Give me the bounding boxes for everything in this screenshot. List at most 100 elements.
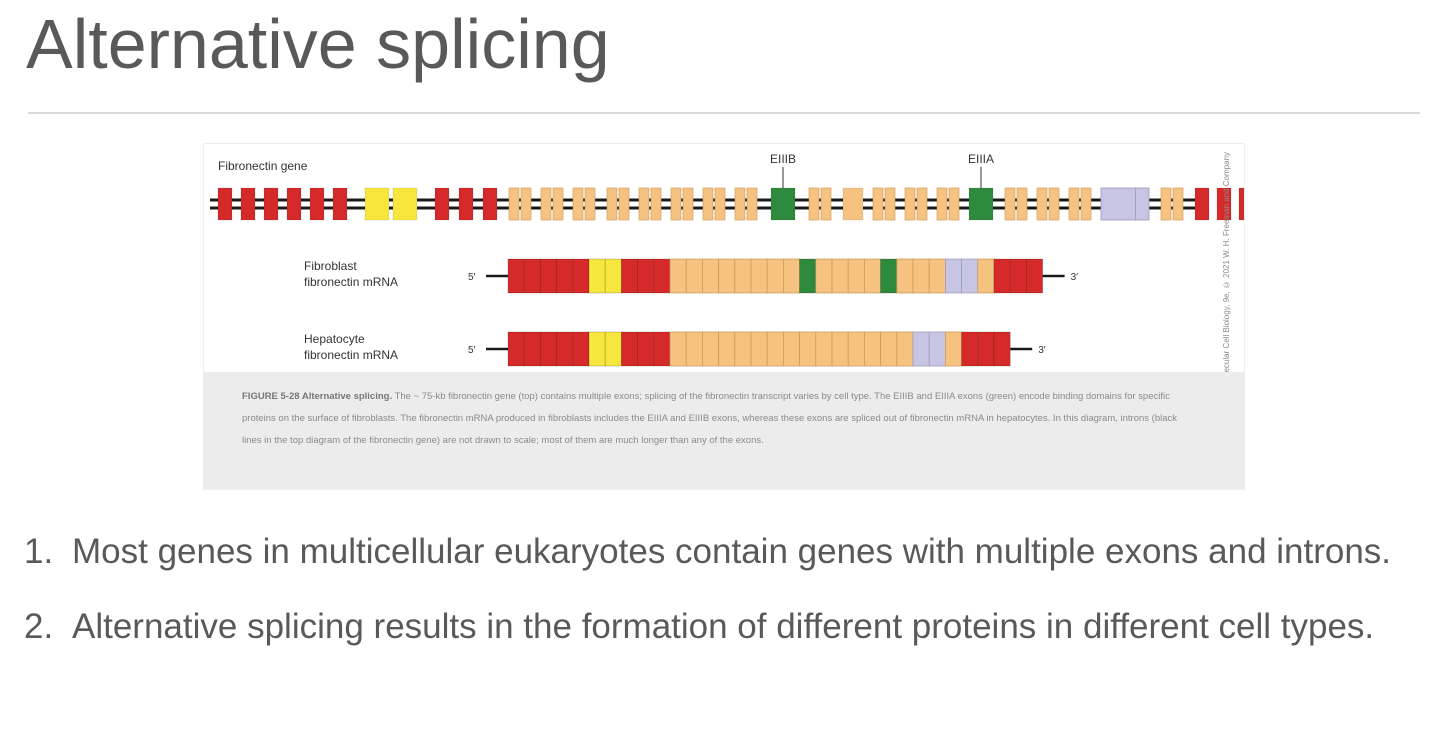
exon-block [1160, 187, 1172, 221]
mrna-exon [653, 258, 671, 294]
mrna-exon [523, 258, 541, 294]
mrna-exon [831, 331, 849, 367]
mrna-exon [734, 258, 752, 294]
mrna-exon [847, 331, 865, 367]
mrna-exon [637, 331, 655, 367]
exon-block [1036, 187, 1048, 221]
exon-block [1194, 187, 1210, 221]
mrna-exon [621, 258, 638, 294]
mrna-exon [993, 258, 1011, 294]
mrna-exon [815, 331, 833, 367]
mrna-exon [702, 258, 719, 294]
exon-block [482, 187, 498, 221]
exon-block [916, 187, 928, 221]
mrna-exon [783, 258, 800, 294]
mrna-exon [540, 258, 557, 294]
mrna-exon [896, 258, 914, 294]
exon-block [650, 187, 662, 221]
gene-label: Fibronectin gene [218, 159, 308, 173]
exon-block [670, 187, 682, 221]
exon-block [820, 187, 832, 221]
mrna-exon [669, 258, 687, 294]
exon-block [286, 187, 302, 221]
mrna-exon [831, 258, 849, 294]
mrna-exon [799, 258, 817, 294]
exon-block [808, 187, 820, 221]
mrna-exon [621, 331, 638, 367]
exon-block [746, 187, 758, 221]
exon-block [1080, 187, 1092, 221]
mrna-exon [750, 331, 768, 367]
mrna-exon [523, 331, 541, 367]
mrna-exon [718, 258, 736, 294]
mrna-label: fibronectin mRNA [304, 275, 398, 289]
mrna-exon [961, 258, 979, 294]
exon-block [309, 187, 325, 221]
exon-block [1172, 187, 1184, 221]
mrna-exon [880, 331, 898, 367]
exon-block [217, 187, 233, 221]
exon-block [520, 187, 532, 221]
exon-block [734, 187, 746, 221]
caption-box: FIGURE 5-28 Alternative splicing. The ~ … [204, 372, 1244, 489]
exon-block [584, 187, 596, 221]
exon-block [904, 187, 916, 221]
exon-block [714, 187, 726, 221]
mrna-exon [540, 331, 557, 367]
mrna-exon [604, 331, 622, 367]
mrna-exon [588, 331, 606, 367]
mrna-exon [766, 331, 784, 367]
mrna-exon [556, 258, 574, 294]
mrna-exon [783, 331, 800, 367]
exon-block [540, 187, 552, 221]
exon-block [508, 187, 520, 221]
exon-label-group: EIIIB EIIIA [770, 152, 994, 188]
exon-label: EIIIB [770, 152, 796, 166]
exon-block [552, 187, 564, 221]
exon-block [968, 187, 994, 221]
exon-block [638, 187, 650, 221]
mrna-exon [799, 331, 817, 367]
mrna-exon [572, 331, 590, 367]
five-prime-label: 5′ [468, 272, 476, 283]
mrna-exon [1009, 258, 1027, 294]
mrna-exon [507, 258, 525, 294]
mrna-label: fibronectin mRNA [304, 348, 398, 362]
mrna-label: Hepatocyte [304, 332, 365, 346]
mrna-exon [653, 331, 671, 367]
exon-label: EIIIA [968, 152, 994, 166]
mrna-exon [912, 258, 930, 294]
mrna-exon [928, 258, 946, 294]
exon-block [1016, 187, 1028, 221]
title-divider [28, 112, 1420, 114]
exon-block [458, 187, 474, 221]
slide-title: Alternative splicing [26, 5, 610, 83]
five-prime-label: 5′ [468, 345, 476, 356]
figure-caption: FIGURE 5-28 Alternative splicing. The ~ … [242, 391, 1178, 446]
exon-block [434, 187, 450, 221]
mrna-exon [912, 331, 930, 367]
exon-block [263, 187, 279, 221]
mrna-exon [864, 258, 881, 294]
gene-track [210, 187, 1244, 221]
exon-block [842, 187, 864, 221]
mrna-exon [750, 258, 768, 294]
exon-block [392, 187, 418, 221]
mrna-exon [718, 331, 736, 367]
exon-block [1238, 187, 1244, 221]
mrna-exon [734, 331, 752, 367]
mrna-exon [847, 258, 865, 294]
mrna-exon [766, 258, 784, 294]
exon-block [1004, 187, 1016, 221]
mrna-exon [685, 258, 703, 294]
exon-block [572, 187, 584, 221]
mrna-exon [604, 258, 622, 294]
mrna-exon [588, 258, 606, 294]
mrna-exon [864, 331, 881, 367]
three-prime-label: 3′ [1038, 345, 1046, 356]
exon-block [618, 187, 630, 221]
bullet-item: 1.Most genes in multicellular eukaryotes… [24, 532, 1392, 571]
